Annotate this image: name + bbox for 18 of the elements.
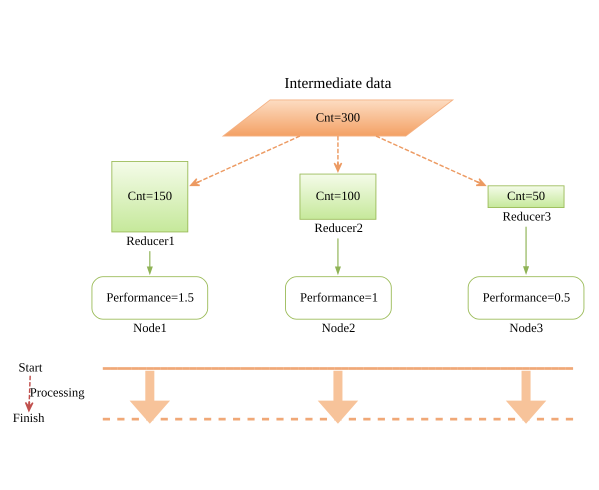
node-label: Node3 [509, 320, 544, 335]
arrow [334, 238, 341, 275]
node-label: Reducer3 [502, 208, 552, 223]
node-label: Reducer1 [126, 233, 175, 248]
node-label: Node2 [322, 320, 356, 335]
edge-label: Processing [30, 385, 85, 400]
arrow [523, 226, 530, 274]
arrow [334, 136, 342, 172]
node-label: Node1 [133, 320, 167, 335]
node-label: Intermediate data [284, 74, 392, 92]
node-label: Reducer2 [314, 220, 363, 235]
arrow [190, 134, 300, 186]
arrow [130, 370, 170, 424]
node-text: Start [18, 360, 42, 374]
arrow [146, 250, 153, 275]
arrow [24, 375, 34, 411]
node-text: Finish [12, 410, 44, 425]
arrow [376, 134, 486, 186]
